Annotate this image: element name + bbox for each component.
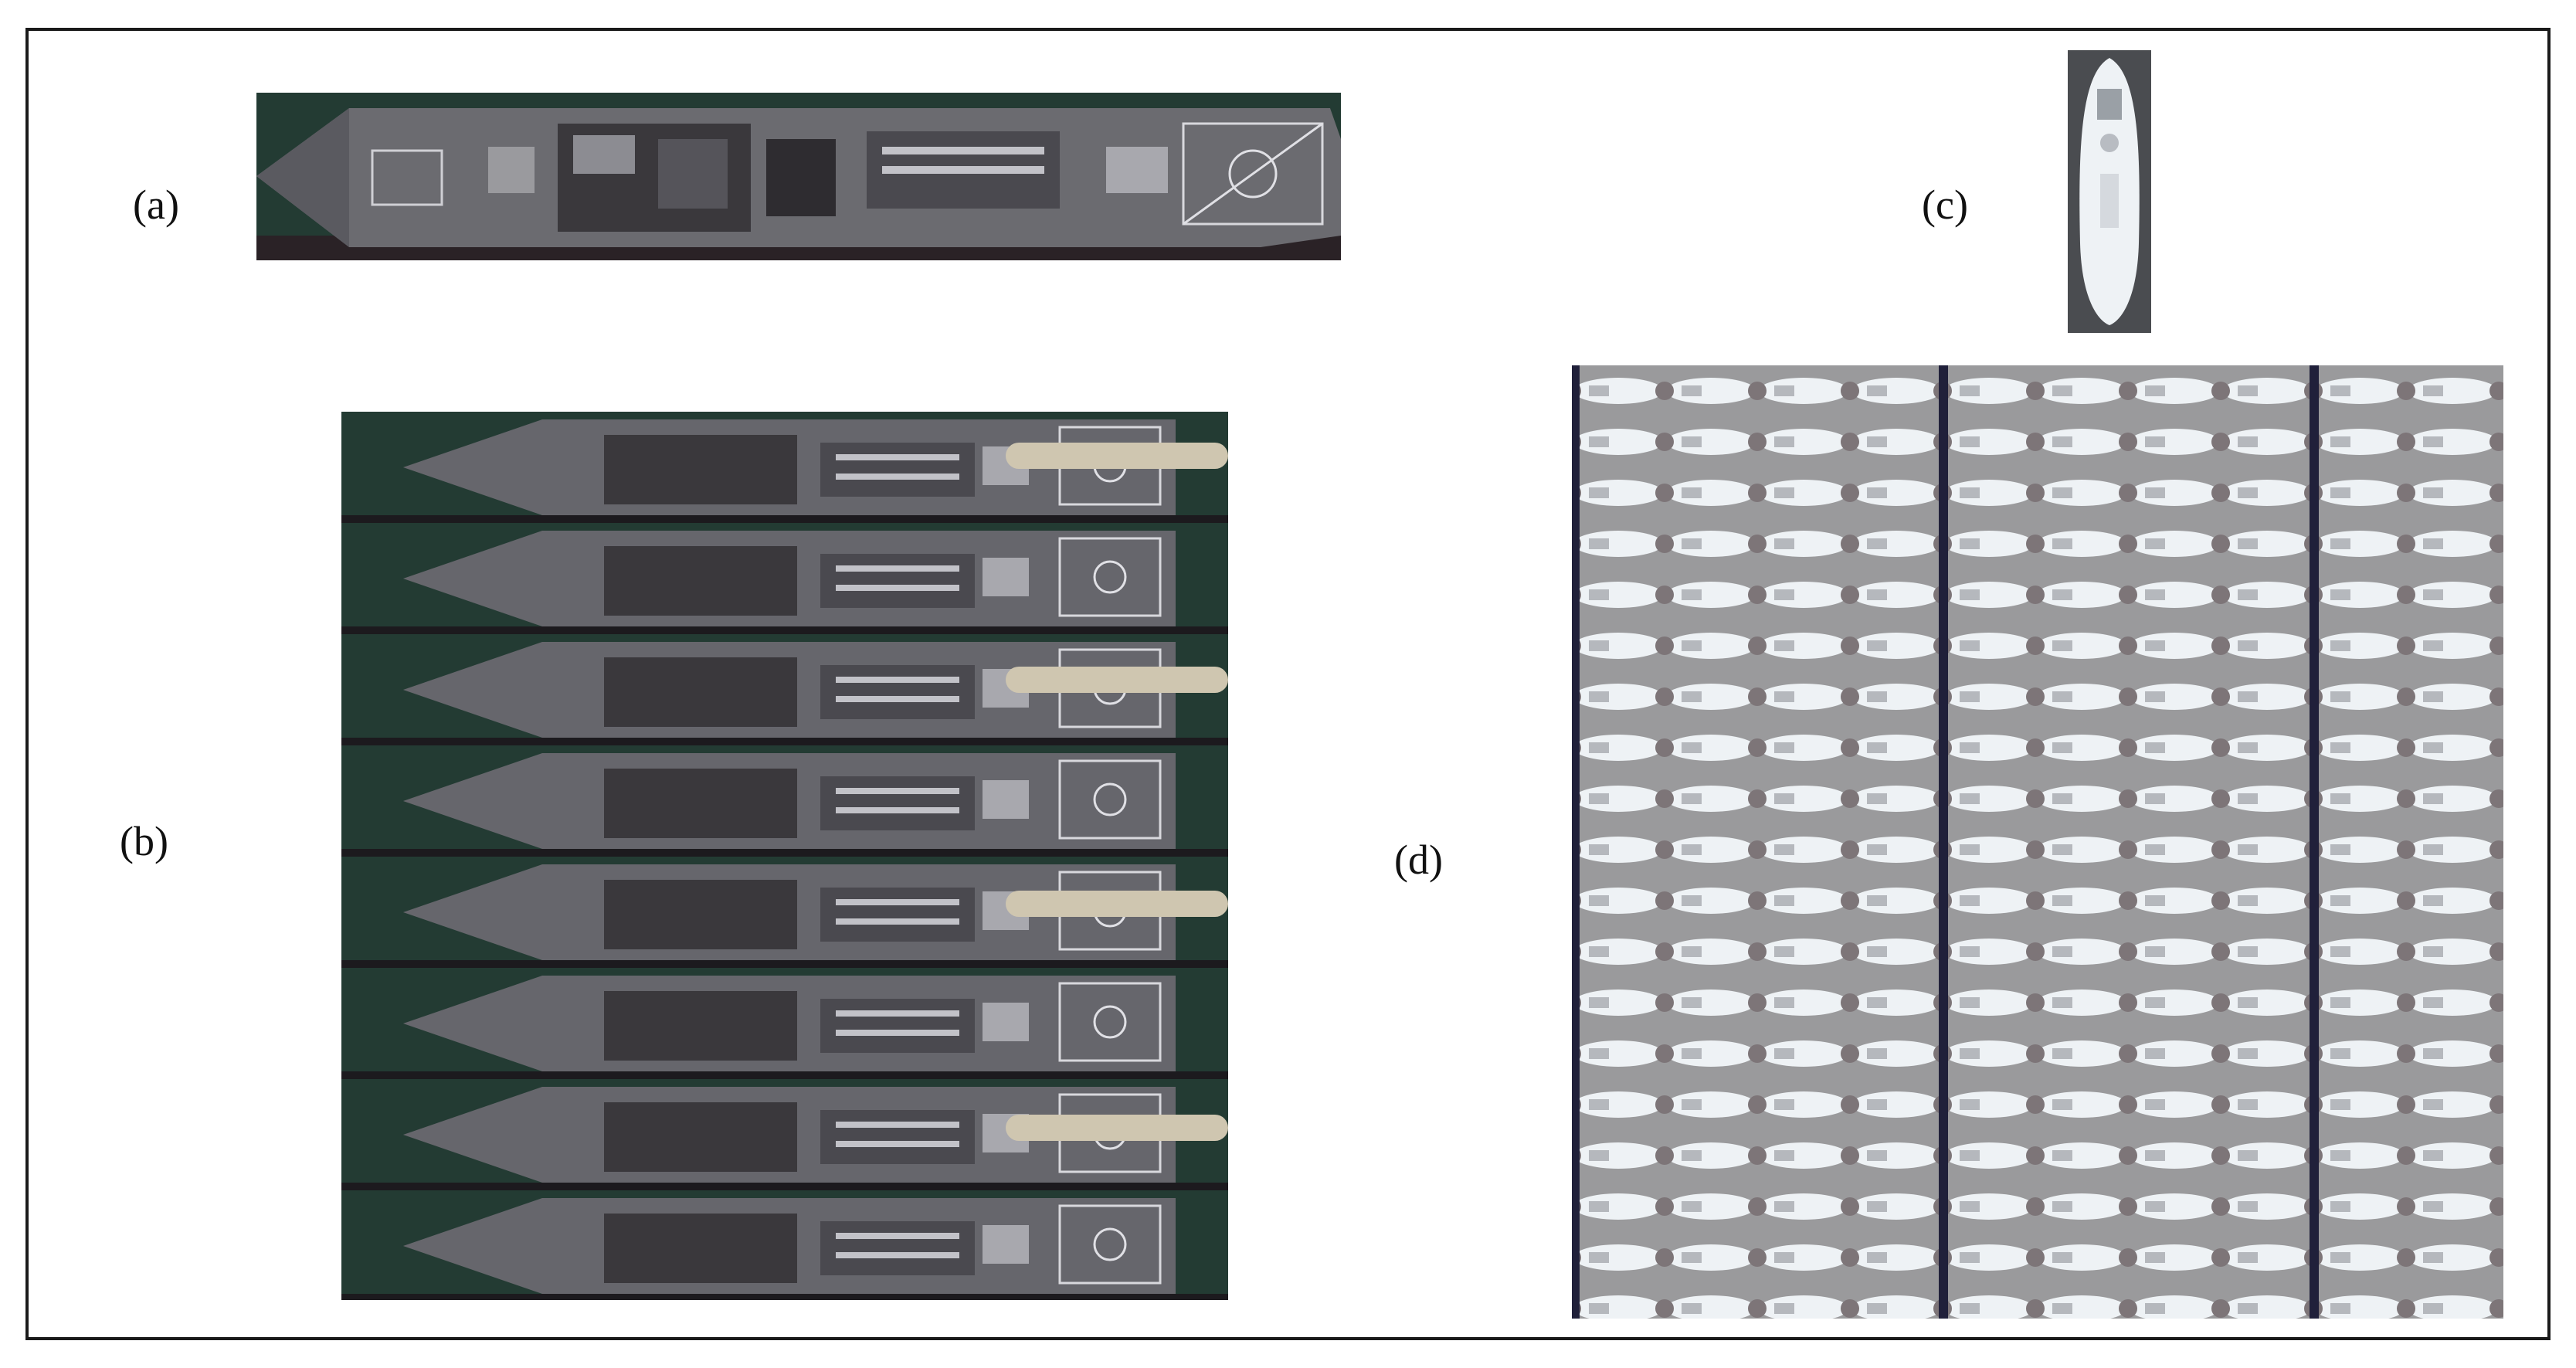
panel-label-d: (d) (1394, 837, 1443, 883)
panel-label-a: (a) (133, 182, 179, 228)
panel-label-c: (c) (1922, 182, 1968, 228)
figure-frame (25, 28, 2551, 1340)
ship-image-c (2068, 50, 2151, 333)
mosaic-image-b (341, 412, 1228, 1300)
ship-image-a (256, 93, 1341, 260)
mosaic-image-d (1572, 365, 2503, 1319)
panel-label-b: (b) (120, 818, 168, 864)
